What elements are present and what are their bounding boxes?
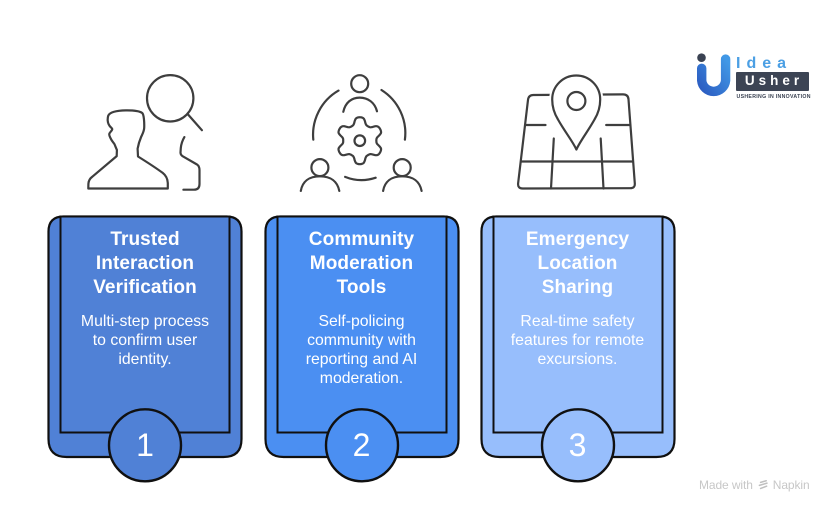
idea-usher-monogram-icon xyxy=(696,53,730,97)
logo-tagline: USHERING IN INNOVATION xyxy=(736,93,811,100)
card-step-number: 2 xyxy=(352,426,371,463)
user-search-icon xyxy=(87,73,203,191)
watermark-prefix: Made with xyxy=(699,477,753,492)
card-title: Trusted Interaction Verification xyxy=(93,229,197,298)
logo-usher-text: Usher xyxy=(744,73,804,89)
card-description: Multi-step process to confirm user ident… xyxy=(80,313,210,368)
card-banner-shape xyxy=(263,215,460,483)
card-banner-shape xyxy=(47,215,243,483)
feature-card: Trusted Interaction Verification Multi-s… xyxy=(45,213,245,485)
logo-usher-box: Usher xyxy=(736,71,809,91)
card-step-number: 1 xyxy=(136,426,154,463)
feature-card: Emergency Location Sharing Real-time saf… xyxy=(478,213,678,485)
card-description: Real-time safety features for remote exc… xyxy=(510,313,645,368)
card-banner-shape xyxy=(479,215,676,483)
map-location-icon xyxy=(516,72,636,190)
card-title: Community Moderation Tools xyxy=(308,229,415,298)
community-moderation-icon xyxy=(299,74,423,192)
made-with-napkin-badge: Made with Napkin xyxy=(699,477,810,492)
napkin-logo-icon xyxy=(758,479,768,489)
card-title: Emergency Location Sharing xyxy=(525,229,630,298)
idea-usher-logo: Idea Usher USHERING IN INNOVATION xyxy=(693,47,815,109)
watermark-brand: Napkin xyxy=(772,477,810,492)
logo-idea-text: Idea xyxy=(736,55,793,72)
card-description: Self-policing community with reporting a… xyxy=(305,313,418,387)
card-step-number: 3 xyxy=(568,426,587,463)
feature-card: Community Moderation Tools Self-policing… xyxy=(262,213,462,485)
